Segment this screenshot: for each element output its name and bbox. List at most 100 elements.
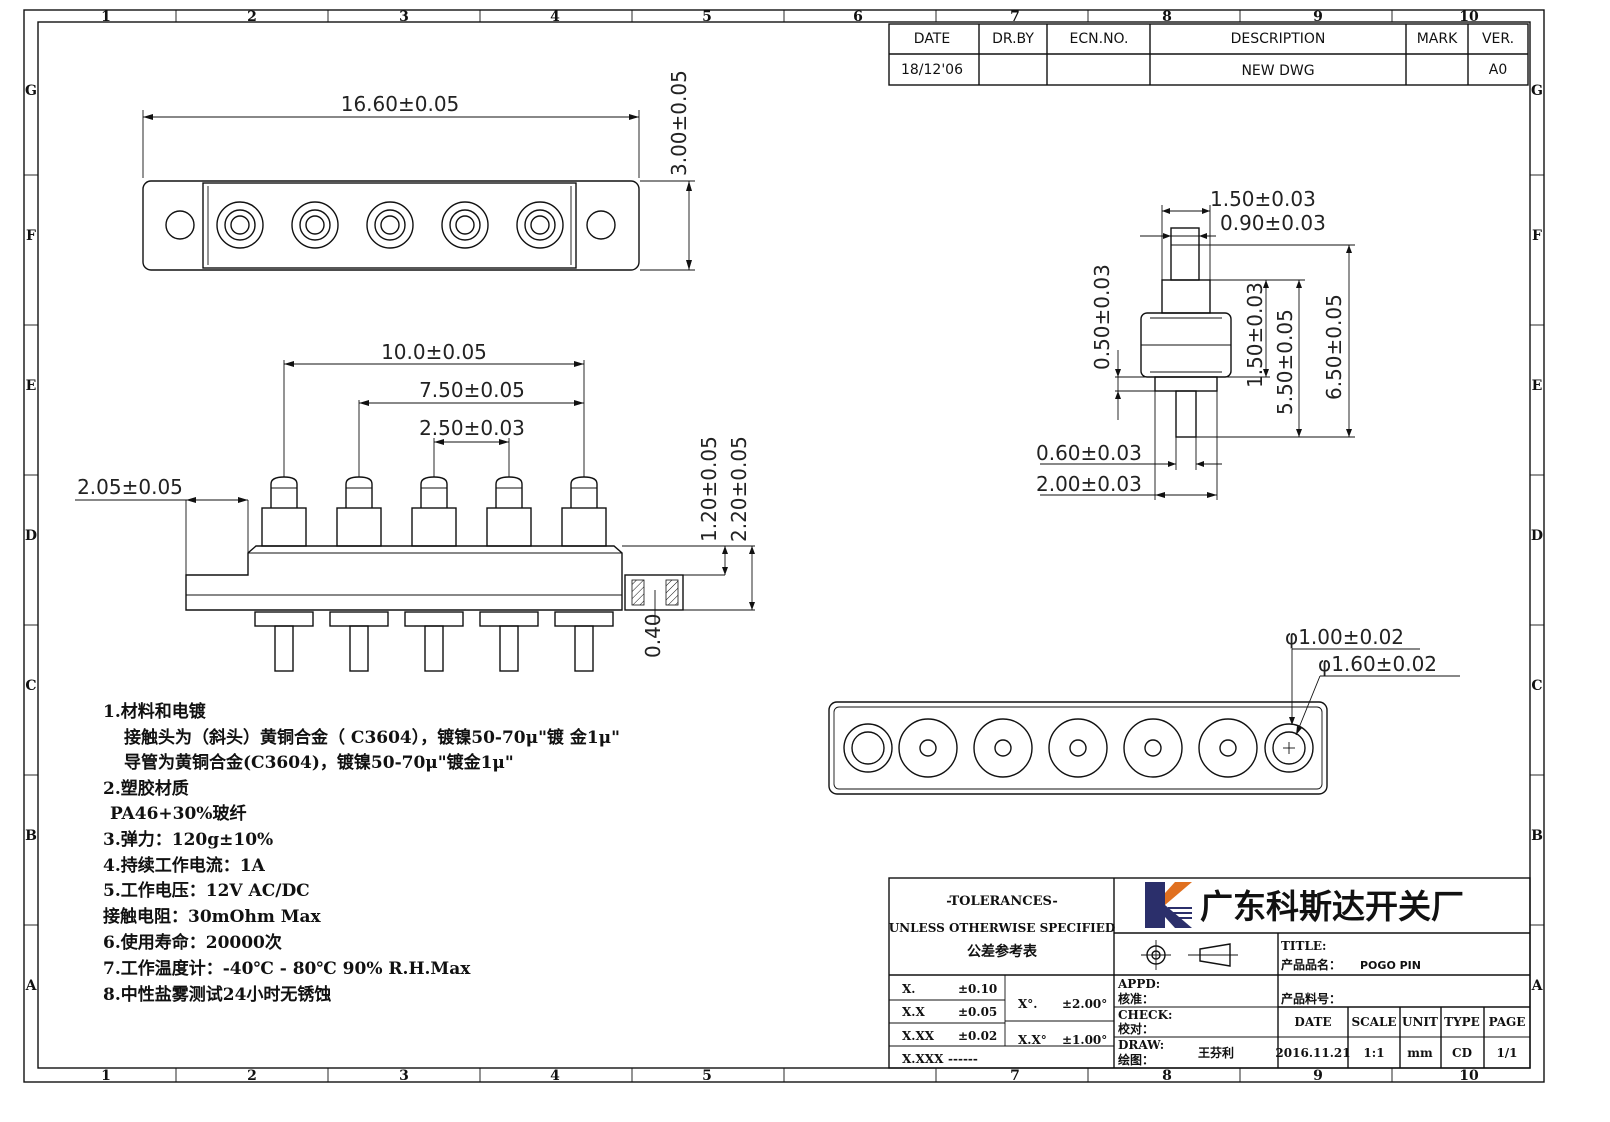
- appd-cn: 核准：: [1118, 991, 1154, 1006]
- tol-key-2: X.X: [902, 1005, 925, 1019]
- note-line-2: 接触头为（斜头）黄铜合金（ C3604），镀镍50-70μ"镀 金1μ": [124, 727, 620, 748]
- tb-col-page: PAGE: [1489, 1015, 1526, 1029]
- row-letter-left-e: E: [26, 378, 37, 394]
- ang-val-1: ±2.00°: [1062, 997, 1107, 1011]
- col-num-top-7: 7: [1010, 9, 1020, 25]
- mount-hole-left: [165, 210, 195, 240]
- top-pin-4: [441, 201, 489, 249]
- title-label: TITLE:: [1281, 939, 1327, 953]
- dim-pin-650: 6.50±0.05: [1322, 294, 1346, 400]
- top-pin-1: [216, 201, 264, 249]
- dim-pitch-10: 10.0±0.05: [381, 340, 487, 364]
- tb-col-type: TYPE: [1444, 1015, 1480, 1029]
- row-letter-right-f: F: [1532, 228, 1542, 244]
- col-num-bot-1: 1: [101, 1068, 111, 1084]
- col-num-bot-5: 5: [702, 1068, 712, 1084]
- dim-pitch-25: 2.50±0.03: [419, 416, 525, 440]
- tol-key-1: X.: [902, 982, 916, 996]
- tol-val-1: ±0.10: [958, 982, 997, 996]
- bottom-hole-1: [843, 723, 893, 773]
- col-num-bot-10: 10: [1459, 1068, 1479, 1084]
- dim-pin-550: 5.50±0.05: [1273, 309, 1297, 415]
- front-pin-3: [404, 476, 464, 672]
- tol-key-3: X.XX: [902, 1029, 935, 1043]
- col-num-top-5: 5: [702, 9, 712, 25]
- check-cn: 校对：: [1118, 1021, 1154, 1036]
- tb-val-page: 1/1: [1496, 1046, 1517, 1060]
- dim-pin-090: 0.90±0.03: [1220, 211, 1326, 235]
- tol-cn: 公差参考表: [967, 943, 1038, 960]
- ang-key-1: X°.: [1018, 997, 1038, 1011]
- rev-header-mark: MARK: [1417, 31, 1458, 47]
- tb-col-unit: UNIT: [1402, 1015, 1438, 1029]
- dim-pin-060: 0.60±0.03: [1036, 441, 1142, 465]
- top-pin-5: [516, 201, 564, 249]
- note-line-4: 2.塑胶材质: [103, 778, 189, 799]
- revision-table: DATE DR.BY ECN.NO. DESCRIPTION MARK VER.…: [888, 23, 1529, 86]
- dim-pin-050: 0.50±0.03: [1090, 264, 1114, 370]
- row-letter-right-a: A: [1531, 978, 1544, 994]
- bottom-view: φ1.00±0.02 φ1.60±0.02: [828, 625, 1460, 795]
- note-line-8: 5.工作电压：12V AC/DC: [103, 880, 310, 901]
- col-num-bot-3: 3: [399, 1068, 409, 1084]
- col-num-bot-2: 2: [247, 1068, 257, 1084]
- tol-val-3: ±0.02: [958, 1029, 997, 1043]
- dim-pin-200: 2.00±0.03: [1036, 472, 1142, 496]
- company-name: 广东科斯达开关厂: [1200, 887, 1464, 926]
- bottom-hole-3: [973, 718, 1033, 778]
- tb-val-scale: 1:1: [1363, 1046, 1384, 1060]
- rev-header-description: DESCRIPTION: [1231, 31, 1326, 47]
- dim-side-205: 2.05±0.05: [77, 475, 183, 499]
- col-num-bot-4: 4: [550, 1068, 560, 1084]
- draw-label: DRAW:: [1118, 1038, 1164, 1052]
- rev-date: 18/12'06: [901, 62, 963, 78]
- row-letter-right-d: D: [1531, 528, 1543, 544]
- rev-header-ver: VER.: [1482, 31, 1514, 47]
- note-line-1: 1.材料和电镀: [103, 701, 207, 722]
- tb-col-scale: SCALE: [1351, 1015, 1396, 1029]
- dim-phi-100: φ1.00±0.02: [1285, 625, 1404, 649]
- bottom-hole-7: [1264, 723, 1314, 773]
- dim-h-040: 0.40: [641, 613, 665, 658]
- appd-label: APPD:: [1117, 977, 1160, 991]
- rev-header-ecn: ECN.NO.: [1070, 31, 1129, 47]
- top-pin-2: [291, 201, 339, 249]
- rev-description: NEW DWG: [1241, 63, 1314, 79]
- title-block: -TOLERANCES- UNLESS OTHERWISE SPECIFIED …: [888, 877, 1531, 1069]
- ang-key-2: X.X°: [1018, 1033, 1047, 1047]
- tol-val-4: ------: [948, 1052, 978, 1066]
- tol-key-4: X.XXX: [902, 1052, 944, 1066]
- col-num-top-3: 3: [399, 9, 409, 25]
- col-num-top-6: 6: [853, 9, 863, 25]
- tol-subtitle: UNLESS OTHERWISE SPECIFIED: [889, 921, 1116, 935]
- dim-h-120: 1.20±0.05: [697, 436, 721, 542]
- bottom-hole-5: [1123, 718, 1183, 778]
- product-name-value: POGO PIN: [1360, 959, 1421, 972]
- front-view: [185, 545, 755, 611]
- row-letter-right-g: G: [1531, 83, 1543, 99]
- dim-pin-150b: 1.50±0.03: [1243, 282, 1267, 388]
- note-line-12: 8.中性盐雾测试24小时无锈蚀: [103, 984, 331, 1005]
- product-name-label: 产品品名：: [1281, 957, 1341, 972]
- col-num-bot-8: 8: [1162, 1068, 1172, 1084]
- ang-val-2: ±1.00°: [1062, 1033, 1107, 1047]
- dim-h-220: 2.20±0.05: [727, 436, 751, 542]
- front-pins: [254, 476, 614, 672]
- spec-notes: 1.材料和电镀 接触头为（斜头）黄铜合金（ C3604），镀镍50-70μ"镀 …: [103, 701, 620, 1005]
- dim-phi-160: φ1.60±0.02: [1318, 652, 1437, 676]
- col-num-top-10: 10: [1459, 9, 1479, 25]
- note-line-10: 6.使用寿命：20000次: [103, 932, 282, 953]
- col-num-bot-9: 9: [1313, 1068, 1323, 1084]
- rev-header-drby: DR.BY: [992, 31, 1034, 47]
- bottom-hole-2: [898, 718, 958, 778]
- col-num-top-8: 8: [1162, 9, 1172, 25]
- dim-pin-150: 1.50±0.03: [1210, 187, 1316, 211]
- top-view: 16.60±0.05 3.00±0.05: [142, 70, 695, 271]
- note-line-7: 4.持续工作电流：1A: [103, 855, 266, 876]
- border-ticks: [24, 10, 1544, 1082]
- front-pin-4: [479, 476, 539, 672]
- top-pin-3: [366, 201, 414, 249]
- draw-cn: 绘图：: [1118, 1052, 1154, 1067]
- row-letter-right-b: B: [1531, 828, 1543, 844]
- col-num-top-9: 9: [1313, 9, 1323, 25]
